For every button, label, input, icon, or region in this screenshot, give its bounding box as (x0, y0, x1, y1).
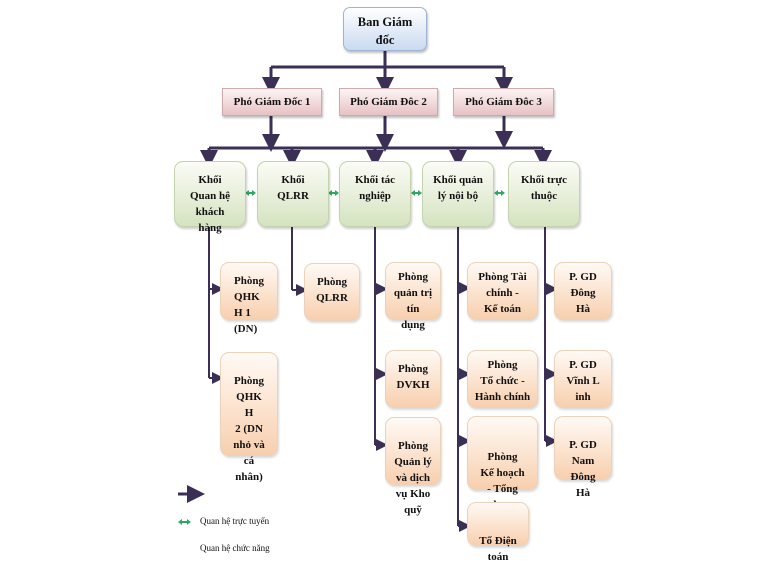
block-customer-relations[interactable]: Khối Quan hệ khách hàng (174, 161, 246, 234)
dept-qhkh-2[interactable]: Phòng QHK H 2 (DN nhỏ và cá nhân) (220, 352, 278, 483)
bidirectional-arrow-icon (245, 190, 256, 196)
deputy-director-2-label: Phó Giám Đôc 2 (350, 96, 427, 108)
dept-planning[interactable]: Phòng Kế hoạch - Tổng hợp (467, 416, 538, 511)
dept-qhkh-1-label: Phòng QHK H 1 (DN) (234, 275, 264, 335)
block-subsidiaries[interactable]: Khối trực thuộc (508, 161, 580, 227)
bidirectional-arrow-icon (328, 190, 339, 196)
block-internal-management[interactable]: Khối quản lý nội bộ (422, 161, 494, 227)
dept-customer-service-label: Phòng DVKH (396, 363, 430, 391)
branch-dong-ha-label: P. GD Đông Hà (569, 271, 597, 315)
dept-qhkh-2-label: Phòng QHK H 2 (DN nhỏ và cá nhân) (233, 375, 265, 483)
deputy-director-3-label: Phó Giám Đôc 3 (465, 96, 542, 108)
dept-qlrr-label: Phòng QLRR (316, 276, 348, 304)
dept-treasury-label: Phòng Quản lý và dịch vụ Kho quỹ (394, 440, 432, 516)
dept-qlrr[interactable]: Phòng QLRR (304, 263, 360, 321)
dept-credit-admin[interactable]: Phòng quản trị tín dụng (385, 262, 441, 331)
block-internal-management-label: Khối quản lý nội bộ (433, 174, 483, 202)
deputy-director-2-box[interactable]: Phó Giám Đôc 2 (339, 88, 438, 116)
branch-vinh-linh[interactable]: P. GD Vĩnh L inh (554, 350, 612, 408)
deputy-director-1-box[interactable]: Phó Giám Đốc 1 (222, 88, 322, 116)
legend-functional-relation-label: Quan hệ chức năng (200, 543, 270, 553)
block-customer-relations-label: Khối Quan hệ khách hàng (189, 174, 231, 234)
branch-nam-dong-ha[interactable]: P. GD Nam Đông Hà (554, 416, 612, 499)
director-board-label: Ban Giám đốc (357, 15, 413, 47)
legend-functional-relation: Quan hệ chức năng (200, 543, 270, 553)
dept-credit-admin-label: Phòng quản trị tín dụng (393, 271, 433, 331)
dept-it-team[interactable]: Tổ Điện toán (467, 502, 529, 563)
dept-treasury[interactable]: Phòng Quản lý và dịch vụ Kho quỹ (385, 417, 441, 516)
block-operations[interactable]: Khối tác nghiệp (339, 161, 411, 227)
legend-green-arrow-icon (178, 519, 191, 525)
block-risk-management[interactable]: Khối QLRR (257, 161, 329, 227)
dept-finance-accounting-label: Phòng Tài chính - Kế toán (478, 271, 527, 315)
bidirectional-arrow-icon (411, 190, 422, 196)
deputy-director-1-label: Phó Giám Đốc 1 (233, 96, 311, 108)
dept-qhkh-1[interactable]: Phòng QHK H 1 (DN) (220, 262, 278, 335)
dept-customer-service[interactable]: Phòng DVKH (385, 350, 441, 408)
deputy-director-3-box[interactable]: Phó Giám Đôc 3 (453, 88, 554, 116)
legend-online-relation: Quan hệ trực tuyến (200, 516, 269, 526)
dept-hr-admin-label: Phòng Tổ chức - Hành chính (474, 359, 531, 403)
bidirectional-arrow-icon (494, 190, 505, 196)
branch-dong-ha[interactable]: P. GD Đông Hà (554, 262, 612, 320)
branch-vinh-linh-label: P. GD Vĩnh L inh (566, 359, 600, 403)
dept-it-team-label: Tổ Điện toán (479, 535, 517, 563)
block-subsidiaries-label: Khối trực thuộc (520, 174, 567, 202)
dept-hr-admin[interactable]: Phòng Tổ chức - Hành chính (467, 350, 538, 408)
director-board-box[interactable]: Ban Giám đốc (343, 7, 427, 51)
dept-finance-accounting[interactable]: Phòng Tài chính - Kế toán (467, 262, 538, 320)
legend-online-relation-label: Quan hệ trực tuyến (200, 516, 270, 526)
branch-nam-dong-ha-label: P. GD Nam Đông Hà (569, 439, 597, 499)
block-risk-management-label: Khối QLRR (277, 174, 309, 202)
block-operations-label: Khối tác nghiệp (354, 174, 396, 202)
